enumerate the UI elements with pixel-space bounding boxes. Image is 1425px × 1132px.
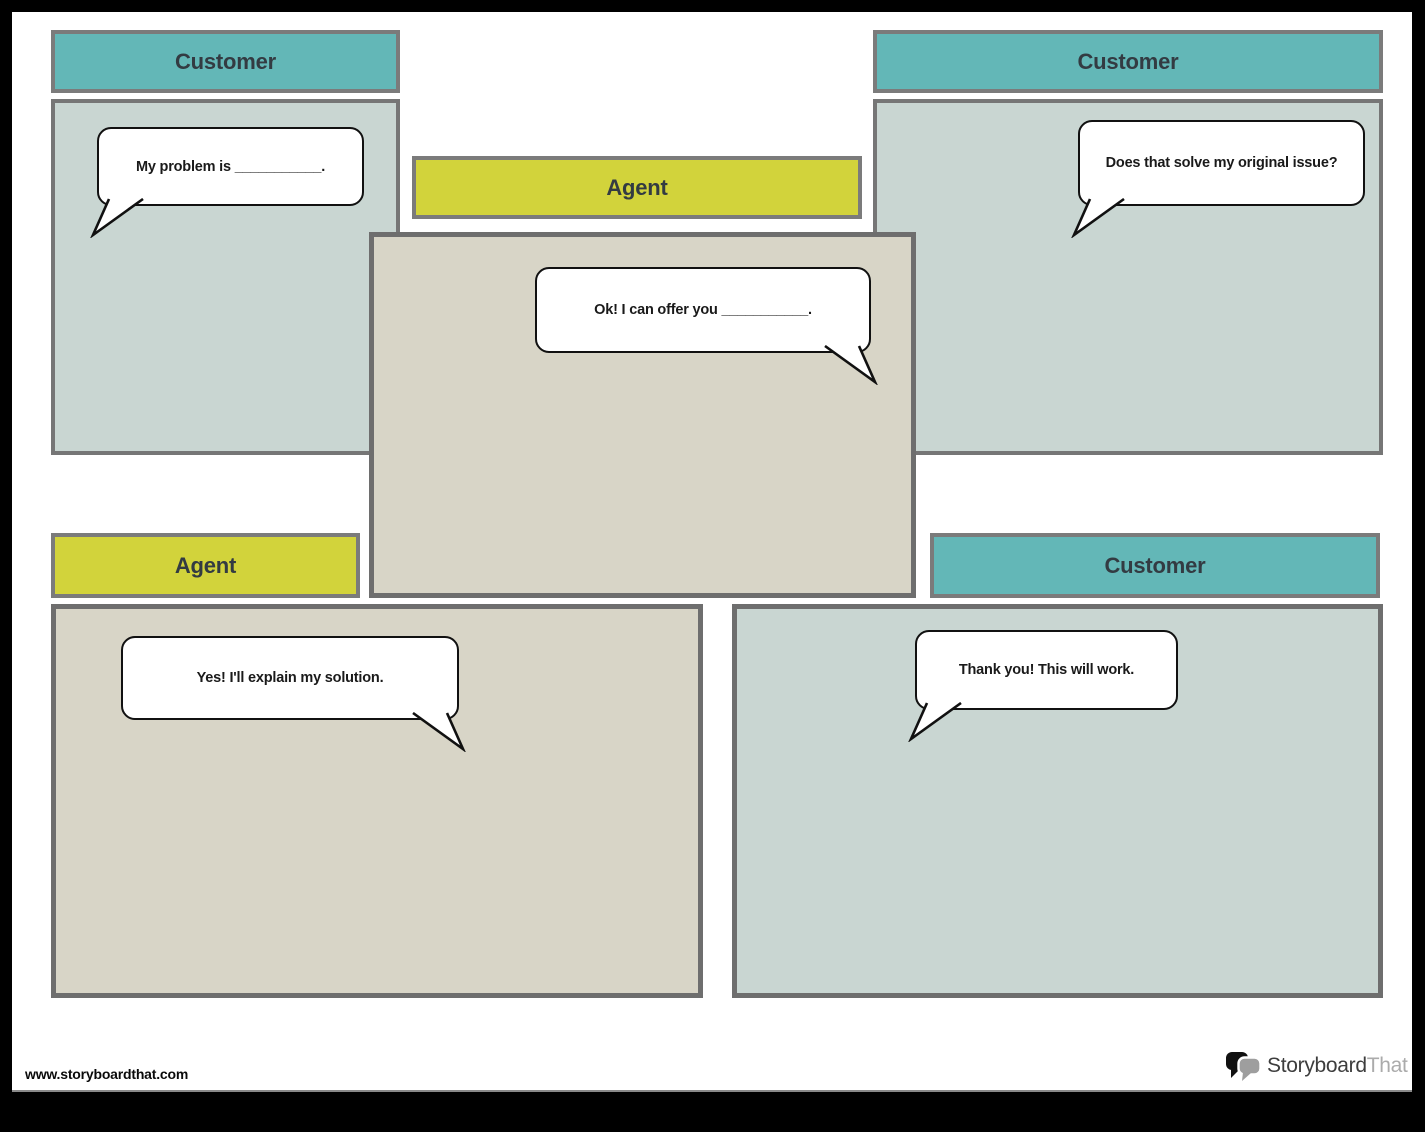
speech-bubble-text: Ok! I can offer you ___________. xyxy=(594,302,812,318)
role-header-agent-bottom-left: Agent xyxy=(51,533,360,598)
speech-tail-icon xyxy=(412,712,466,752)
logo-text-storyboard: Storyboard xyxy=(1267,1054,1367,1077)
role-label: Agent xyxy=(174,552,237,578)
speech-bubble-customer-thanks: Thank you! This will work. xyxy=(908,630,1178,742)
speech-bubble-customer-problem: My problem is ___________. xyxy=(90,127,364,238)
logo-text-that: That xyxy=(1366,1054,1408,1077)
role-label: Customer xyxy=(1104,552,1206,578)
role-label: Customer xyxy=(1077,48,1179,74)
speech-bubble-text: Thank you! This will work. xyxy=(958,662,1135,678)
role-header-customer-top-right: Customer xyxy=(873,30,1383,93)
storyboardthat-logo: StoryboardThat xyxy=(1226,1050,1408,1082)
speech-bubble-text: Does that solve my original issue? xyxy=(1105,155,1338,171)
role-header-customer-bottom-right: Customer xyxy=(930,533,1380,598)
speech-tail-icon xyxy=(90,198,144,238)
role-header-customer-top-left: Customer xyxy=(51,30,400,93)
role-header-agent-middle: Agent xyxy=(412,156,862,219)
footer-url: www.storyboardthat.com xyxy=(25,1066,189,1082)
speech-tail-icon xyxy=(1071,198,1125,238)
logo-text: StoryboardThat xyxy=(1267,1054,1408,1078)
speech-bubble-text: My problem is ___________. xyxy=(135,158,326,175)
role-label: Customer xyxy=(174,48,277,74)
speech-bubbles-logo-icon xyxy=(1226,1052,1262,1081)
speech-bubble-agent-offer: Ok! I can offer you ___________. xyxy=(535,267,878,385)
speech-bubble-customer-confirm: Does that solve my original issue? xyxy=(1071,120,1365,238)
speech-tail-icon xyxy=(824,345,878,385)
speech-tail-icon xyxy=(908,702,962,742)
speech-bubble-text: Yes! I'll explain my solution. xyxy=(196,670,384,686)
speech-bubble-agent-solution: Yes! I'll explain my solution. xyxy=(121,636,466,752)
role-label: Agent xyxy=(606,174,668,200)
